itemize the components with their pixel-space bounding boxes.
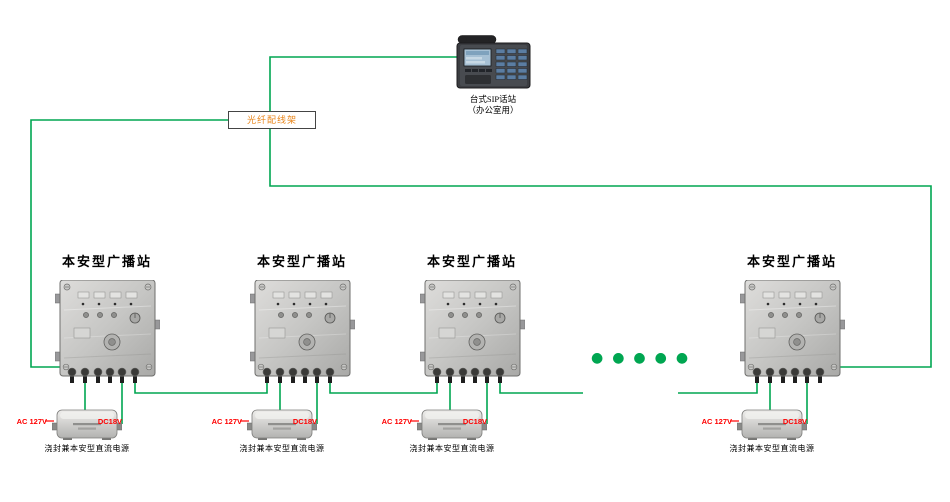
broadcast-station-icon-3 <box>420 280 525 384</box>
psu-2-dc-label: DC18V <box>292 417 317 426</box>
phone-caption-line2: （办公室用） <box>467 105 519 116</box>
station-2-title: 本安型广播站 <box>256 254 347 269</box>
psu-4-caption: 浇封兼本安型直流电源 <box>729 444 815 453</box>
psu-1-dc-label: DC18V <box>97 417 122 426</box>
psu-2-caption: 浇封兼本安型直流电源 <box>239 444 325 453</box>
station-3-title: 本安型广播站 <box>426 254 517 269</box>
psu-3-dc-label: DC18V <box>462 417 487 426</box>
continuation-dots: ●●●●● <box>591 350 698 366</box>
psu-2-ac-label: AC 127V <box>211 417 242 426</box>
psu-3-ac-label: AC 127V <box>381 417 412 426</box>
broadcast-station-icon-4 <box>740 280 845 384</box>
psu-1-caption: 浇封兼本安型直流电源 <box>44 444 130 453</box>
psu-4-ac-label: AC 127V <box>701 417 732 426</box>
psu-1-ac-label: AC 127V <box>16 417 47 426</box>
station-4-title: 本安型广播站 <box>746 254 837 269</box>
phone-caption: 台式SIP话站 （办公室用） <box>443 94 543 117</box>
broadcast-station-icon-2 <box>250 280 355 384</box>
sip-phone-icon <box>456 35 531 89</box>
fiber-patch-panel: 光纤配线架 <box>228 111 316 129</box>
broadcast-station-icon-1 <box>55 280 160 384</box>
psu-4-dc-label: DC18V <box>782 417 807 426</box>
phone-caption-line1: 台式SIP话站 <box>469 94 517 104</box>
station-1-title: 本安型广播站 <box>61 254 152 269</box>
psu-3-caption: 浇封兼本安型直流电源 <box>409 444 495 453</box>
